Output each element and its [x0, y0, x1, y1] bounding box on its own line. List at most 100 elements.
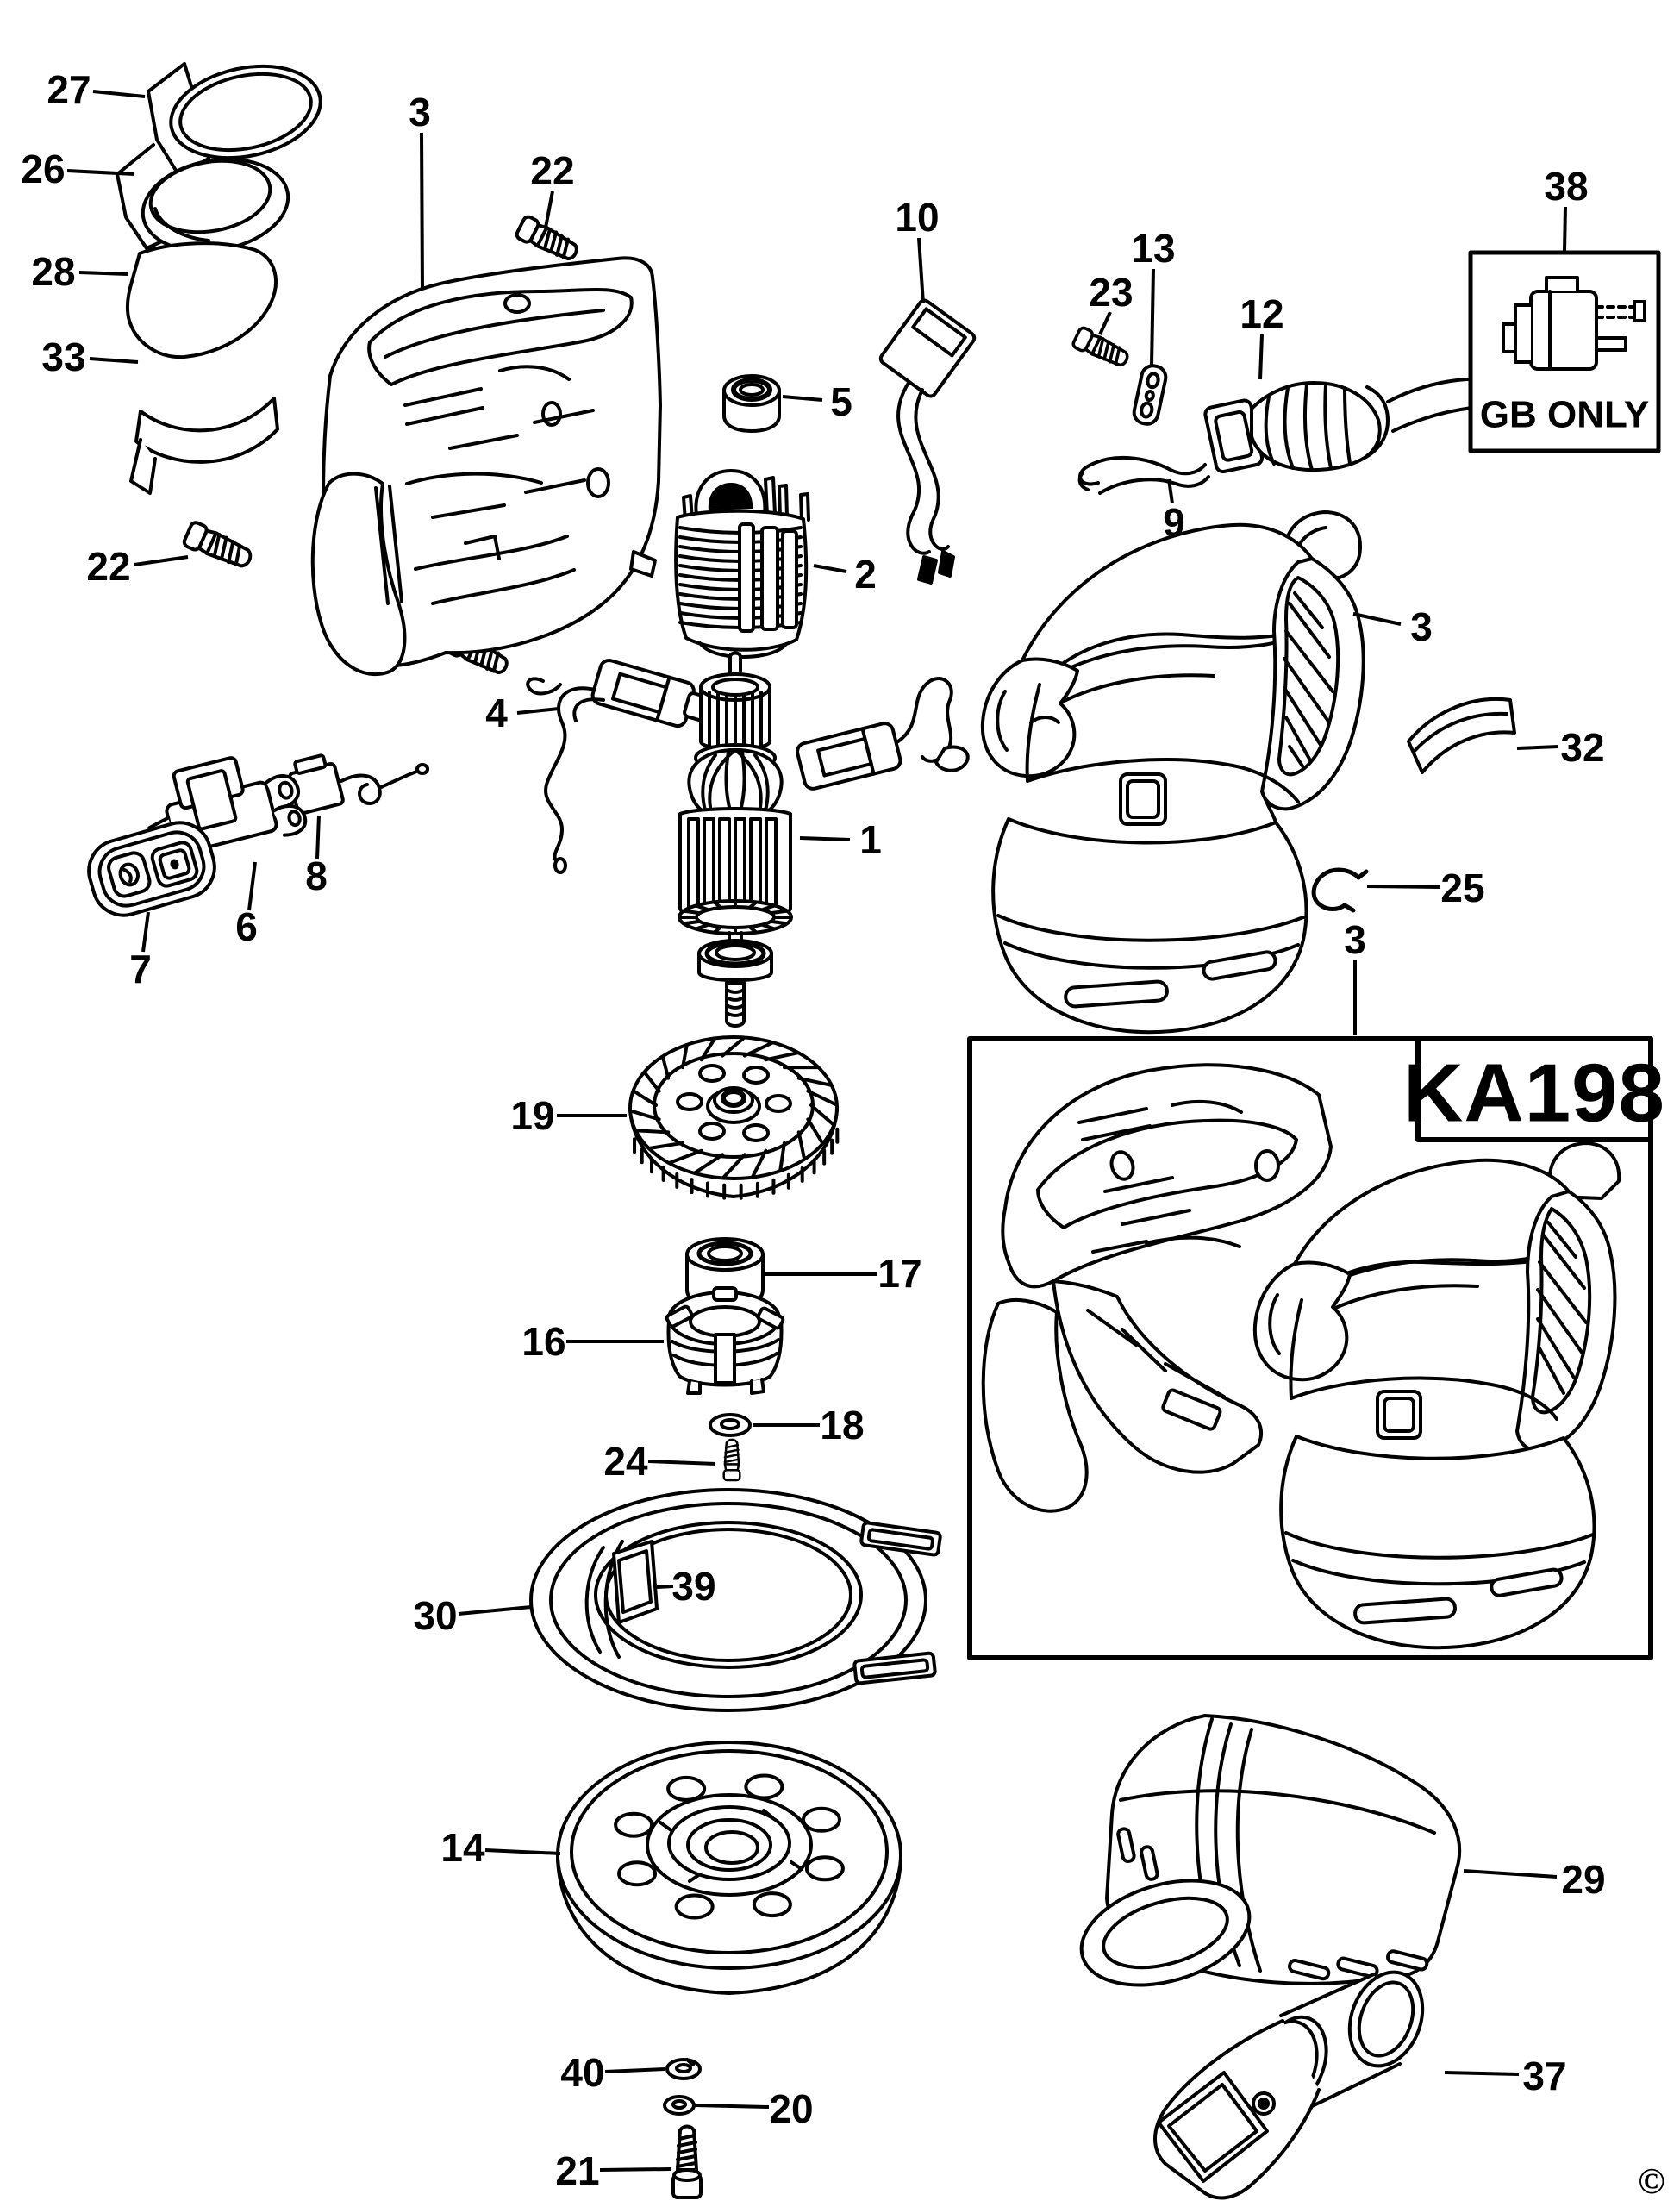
platen-14-drawing [556, 1741, 902, 1995]
part-label-7: 7 [129, 947, 152, 991]
part-label-18: 18 [820, 1403, 864, 1447]
leader-line-30 [458, 1605, 532, 1616]
part-label-37: 37 [1522, 2054, 1566, 2098]
switch-10-drawing [878, 298, 977, 585]
leader-line-26 [66, 169, 135, 176]
leader-line-33 [89, 357, 139, 364]
dust-adapter-37-drawing [1153, 1970, 1425, 2200]
leader-line-28 [78, 271, 128, 276]
part-label-16: 16 [521, 1319, 565, 1364]
screw-22-left-drawing [182, 521, 253, 568]
strip-33-drawing [129, 397, 279, 495]
leader-line-24 [647, 1460, 716, 1466]
part-label-33: 33 [41, 334, 85, 379]
copyright-symbol: © [1638, 2162, 1664, 2202]
leader-line-10 [917, 237, 925, 304]
leader-line-13 [1150, 268, 1155, 366]
part-label-21: 21 [555, 2148, 599, 2193]
strip-32-drawing [1407, 697, 1516, 774]
motor-housing-3-drawing [310, 256, 662, 677]
leader-line-32 [1516, 745, 1559, 750]
part-label-27: 27 [47, 67, 91, 112]
brush-assembly-4-left-drawing [526, 658, 724, 874]
part-label-4: 4 [485, 691, 508, 735]
dust-box-29-drawing [1079, 1714, 1462, 1987]
ka198-plate [1415, 1036, 1653, 1142]
fan-blades [629, 1036, 838, 1179]
leader-line-25 [1366, 885, 1440, 889]
pad-ring-27-drawing [147, 62, 322, 178]
screw-22-top-drawing [515, 215, 578, 260]
part-label-22-top: 22 [530, 148, 574, 193]
leader-line-22-left [134, 555, 189, 566]
part-label-6: 6 [235, 904, 258, 949]
field-stator-2-drawing [674, 469, 810, 659]
gb-only-label: GB ONLY [1480, 394, 1649, 436]
part-label-3-right: 3 [1410, 604, 1433, 649]
screw-24-drawing [722, 1438, 741, 1482]
leader-line-8 [315, 815, 321, 860]
leader-line-2 [813, 564, 847, 573]
part-label-20: 20 [769, 2086, 813, 2131]
leader-line-39 [656, 1585, 674, 1589]
leader-line-4 [516, 707, 559, 715]
part-label-3-top: 3 [409, 90, 431, 134]
leader-line-38 [1563, 206, 1567, 252]
c-clip-25-drawing [1311, 867, 1369, 913]
leader-line-3-right [1352, 612, 1402, 626]
part-label-24: 24 [603, 1439, 648, 1484]
leader-line-20 [694, 2104, 770, 2109]
leader-line-5 [782, 395, 823, 402]
screw-23-drawing [1071, 326, 1129, 367]
part-label-9: 9 [1163, 500, 1185, 545]
bearing-retainer-16-drawing [665, 1286, 785, 1395]
ka198-right-body-drawing [1252, 1141, 1621, 1650]
gb-only-box-38: GB ONLY [1468, 250, 1661, 453]
fan-19-drawing [628, 1035, 840, 1200]
pad-insert-39-drawing [612, 1540, 659, 1624]
leader-line-21 [599, 2167, 671, 2172]
power-cord-12-drawing [1203, 377, 1503, 474]
leader-line-9 [1167, 478, 1174, 504]
part-label-1: 1 [859, 817, 882, 862]
ka198-box: KA198 [967, 1036, 1665, 1660]
part-label-30: 30 [413, 1593, 457, 1638]
part-label-19: 19 [510, 1093, 554, 1138]
sander-body-3-drawing [980, 510, 1365, 1035]
pad-26-drawing [116, 143, 290, 253]
platen-holes [614, 1773, 845, 1920]
part-label-26: 26 [21, 147, 65, 191]
cord-guard-9-drawing [1077, 455, 1210, 495]
dust-skirt-30-drawing [529, 1488, 942, 1712]
part-label-8: 8 [305, 853, 328, 898]
product-code: KA198 [1403, 1047, 1665, 1140]
leader-line-23 [1098, 311, 1112, 335]
part-label-13: 13 [1131, 226, 1175, 271]
leader-line-27 [92, 90, 146, 98]
part-label-32: 32 [1560, 725, 1604, 770]
part-label-29: 29 [1561, 1857, 1605, 1902]
armature-1-drawing [678, 651, 793, 1028]
part-label-5: 5 [830, 379, 852, 424]
part-label-17: 17 [877, 1251, 921, 1296]
brush-8-drawing [287, 753, 429, 816]
leader-line-14 [484, 1848, 561, 1855]
part-label-3-mid: 3 [1344, 917, 1366, 962]
pad-sheet-28-drawing [125, 241, 278, 359]
part-label-28: 28 [31, 249, 75, 294]
leader-line-22-top [544, 191, 554, 228]
cord-clamp-13-drawing [1132, 364, 1168, 426]
brush-assembly-4-right-drawing [796, 677, 970, 791]
leader-line-6 [247, 861, 257, 911]
bearing-5-drawing [722, 374, 781, 433]
lock-washer-40-drawing [665, 2058, 702, 2080]
leader-line-12 [1258, 334, 1264, 380]
ka198-left-shell-drawing [981, 1063, 1333, 1513]
leader-line-7 [141, 911, 150, 953]
part-label-22-left: 22 [86, 544, 130, 589]
switch-button-7-drawing [87, 821, 216, 917]
part-label-2: 2 [854, 552, 877, 597]
screw-21-drawing [671, 2124, 703, 2199]
part-label-39: 39 [671, 1564, 715, 1609]
